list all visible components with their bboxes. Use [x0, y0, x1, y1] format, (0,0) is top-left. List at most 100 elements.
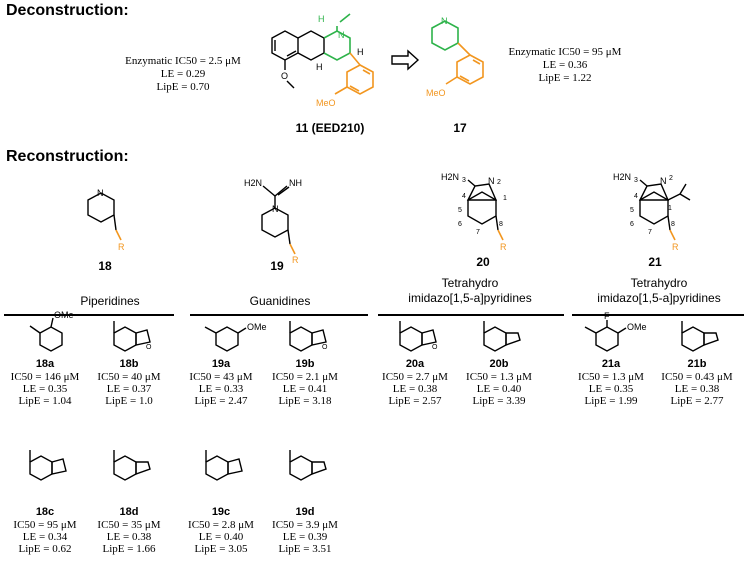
compound-20b: 20b IC50 = 1.3 μM LE = 0.40 LipE = 3.39	[458, 358, 540, 407]
ring-oxygen-atom: O	[281, 71, 288, 81]
scaffold-21-r-atom: R	[672, 242, 679, 252]
compound-17-meo-atom: MeO	[426, 88, 446, 98]
right-lipe: LipE = 1.22	[538, 72, 592, 84]
compound-le: LE = 0.33	[198, 383, 244, 395]
compound-21a: 21a IC50 = 1.3 μM LE = 0.35 LipE = 1.99	[570, 358, 652, 407]
scaffold-19-h2n-atom: H2N	[244, 178, 262, 188]
substituent-18d	[113, 450, 151, 481]
scaffold-20-ring-number-8: 8	[499, 221, 503, 228]
compound-ic50: IC50 = 95 μM	[13, 519, 77, 531]
left-metrics: Enzymatic IC50 = 2.5 μM LE = 0.29 LipE =…	[108, 55, 258, 94]
compound-20a: 20a IC50 = 2.7 μM LE = 0.38 LipE = 2.57	[374, 358, 456, 407]
substituent-20a	[399, 321, 437, 352]
left-ic50: Enzymatic IC50 = 2.5 μM	[125, 55, 241, 67]
compound-le: LE = 0.38	[392, 383, 438, 395]
scaffold-21-ring-number-7: 7	[648, 229, 652, 236]
substituent-19c	[205, 450, 243, 481]
compound-label: 19b	[295, 358, 315, 370]
scaffold-21-ring-number-8: 8	[671, 221, 675, 228]
rule-tetrahydro-21	[572, 314, 744, 316]
compound-18b: 18b IC50 = 40 μM LE = 0.37 LipE = 1.0	[88, 358, 170, 407]
right-metrics: Enzymatic IC50 = 95 μM LE = 0.36 LipE = …	[490, 46, 640, 85]
left-le: LE = 0.29	[160, 68, 206, 80]
compound-ic50: IC50 = 2.1 μM	[272, 371, 338, 383]
deconstruction-heading: Deconstruction:	[6, 2, 129, 19]
compound-le: LE = 0.41	[282, 383, 328, 395]
compound-label: 18b	[119, 358, 139, 370]
compound-le: LE = 0.37	[106, 383, 152, 395]
compound-label: 18d	[119, 506, 139, 518]
substituent-19d	[289, 450, 327, 481]
compound-11-structure: O H H H	[271, 13, 374, 95]
substituent-20b	[483, 321, 521, 352]
compound-19b: 19b IC50 = 2.1 μM LE = 0.41 LipE = 3.18	[264, 358, 346, 407]
compound-11-meo-atom: MeO	[316, 98, 336, 108]
compound-ic50: IC50 = 1.3 μM	[578, 371, 644, 383]
compound-ic50: IC50 = 3.9 μM	[272, 519, 338, 531]
compound-ic50: IC50 = 2.7 μM	[382, 371, 448, 383]
scaffold-21-ring-number-1: 1	[668, 205, 672, 212]
compound-label: 18c	[35, 506, 55, 518]
scaffold-19-structure	[261, 185, 296, 255]
scaffold-20-n-atom: N	[488, 176, 495, 186]
compound-lipe: LipE = 2.77	[670, 395, 724, 407]
compound-lipe: LipE = 0.62	[18, 543, 72, 555]
h-atom-right: H	[357, 47, 364, 57]
compound-17-n-atom: N	[441, 16, 448, 26]
scaffold-20-ring-number-4: 4	[462, 193, 466, 200]
scaffold-20-ring-number-6: 6	[458, 221, 462, 228]
scaffold-21-structure	[638, 179, 691, 241]
scaffold-21-h2n-atom: H2N	[613, 172, 631, 182]
scaffold-20-ring-number-1: 1	[503, 195, 507, 202]
substituent-18b-o: O	[146, 344, 152, 351]
family-tetrahydro-21: Tetrahydro imidazo[1,5-a]pyridines	[597, 276, 721, 305]
family-piperidines: Piperidines	[80, 294, 140, 308]
compound-ic50: IC50 = 43 μM	[189, 371, 253, 383]
compound-le: LE = 0.38	[674, 383, 720, 395]
compound-le: LE = 0.34	[22, 531, 68, 543]
scaffold-18-structure	[87, 192, 122, 241]
compound-label: 20b	[489, 358, 509, 370]
compound-18c: 18c IC50 = 95 μM LE = 0.34 LipE = 0.62	[4, 506, 86, 555]
reconstruction-heading: Reconstruction:	[6, 148, 129, 165]
compound-ic50: IC50 = 35 μM	[97, 519, 161, 531]
scaffold-18-n-atom: N	[97, 188, 104, 198]
substituent-18a-ome: OMe	[54, 310, 74, 320]
deconstruction-arrow	[391, 49, 420, 71]
substituent-19b-o: O	[322, 344, 328, 351]
scaffold-18-r-atom: R	[118, 242, 125, 252]
compound-17-structure	[431, 20, 484, 85]
scaffold-20-h2n-atom: H2N	[441, 172, 459, 182]
substituent-20a-o: O	[432, 344, 438, 351]
compound-ic50: IC50 = 1.3 μM	[466, 371, 532, 383]
scaffold-21-ring-number-6: 6	[630, 221, 634, 228]
scaffold-18-label: 18	[98, 259, 112, 273]
scaffold-21-label: 21	[648, 255, 662, 269]
compound-19a: 19a IC50 = 43 μM LE = 0.33 LipE = 2.47	[180, 358, 262, 407]
substituent-21a-ome: OMe	[627, 322, 647, 332]
compound-lipe: LipE = 1.04	[18, 395, 72, 407]
scaffold-20-ring-number-2: 2	[497, 179, 501, 186]
compound-lipe: LipE = 3.51	[278, 543, 332, 555]
scaffold-21-n-atom: N	[660, 176, 667, 186]
compound-le: LE = 0.40	[198, 531, 244, 543]
compound-label: 19a	[211, 358, 231, 370]
substituent-21a	[584, 320, 627, 352]
compound-le: LE = 0.38	[106, 531, 152, 543]
family-guanidines: Guanidines	[249, 294, 311, 308]
compound-lipe: LipE = 1.66	[102, 543, 156, 555]
compound-ic50: IC50 = 40 μM	[97, 371, 161, 383]
scaffold-19-label: 19	[270, 259, 284, 273]
compound-label: 21b	[687, 358, 707, 370]
rule-piperidines	[4, 314, 174, 316]
compound-lipe: LipE = 3.18	[278, 395, 332, 407]
compound-lipe: LipE = 1.0	[105, 395, 153, 407]
compound-18a: 18a IC50 = 146 μM LE = 0.35 LipE = 1.04	[4, 358, 86, 407]
compound-11-label: 11 (EED210)	[295, 121, 365, 135]
substituent-21a-f: F	[604, 311, 610, 321]
compound-19c: 19c IC50 = 2.8 μM LE = 0.40 LipE = 3.05	[180, 506, 262, 555]
family-tetrahydro-20: Tetrahydro imidazo[1,5-a]pyridines	[408, 276, 532, 305]
